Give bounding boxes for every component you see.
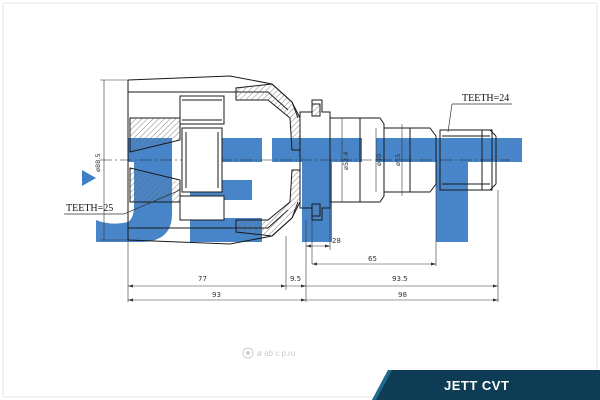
shaft-step-1	[330, 117, 385, 203]
shaft-step-2	[384, 127, 437, 193]
leader-teeth-right	[447, 103, 453, 133]
cv-joint-drawing	[100, 75, 510, 245]
dim-9-5-label: 9.5	[290, 275, 301, 283]
dim-93-5-label: 93.5	[392, 275, 408, 283]
site-watermark: ø ab c p.ru	[242, 347, 295, 359]
dim-98-label: 98	[398, 291, 407, 299]
brand-banner	[372, 370, 600, 400]
brand-banner-text: JETT CVT	[444, 378, 509, 393]
dimension-arrows	[128, 244, 498, 302]
diameter-dimensions	[100, 79, 403, 241]
dim-77-label: 77	[198, 275, 207, 283]
tripod-roller-body	[181, 127, 223, 193]
blue-drop-icon	[82, 170, 96, 186]
dim-65-label: 65	[368, 255, 377, 263]
lower-wall-section	[235, 169, 301, 237]
splined-shaft	[439, 129, 493, 191]
teeth-right-label: TEETH=24	[462, 93, 509, 104]
diameter-shaft-b-label: ø55	[394, 154, 402, 166]
diameter-housing-label: ø88.5	[94, 154, 102, 172]
banner-stripe	[372, 370, 392, 400]
dim-28-label: 28	[332, 237, 341, 245]
teeth-left-label: TEETH=25	[66, 203, 113, 214]
dim-93-label: 93	[212, 291, 221, 299]
watermark-text: ø ab c p.ru	[257, 349, 295, 358]
tripod-roller-top	[179, 95, 225, 125]
horizontal-dimensions	[127, 184, 499, 302]
diameter-flange-label: ø52.4	[342, 152, 350, 170]
leader-teeth-left-arrow	[123, 189, 181, 215]
diameter-shaft-a-label: ø40	[375, 154, 383, 166]
